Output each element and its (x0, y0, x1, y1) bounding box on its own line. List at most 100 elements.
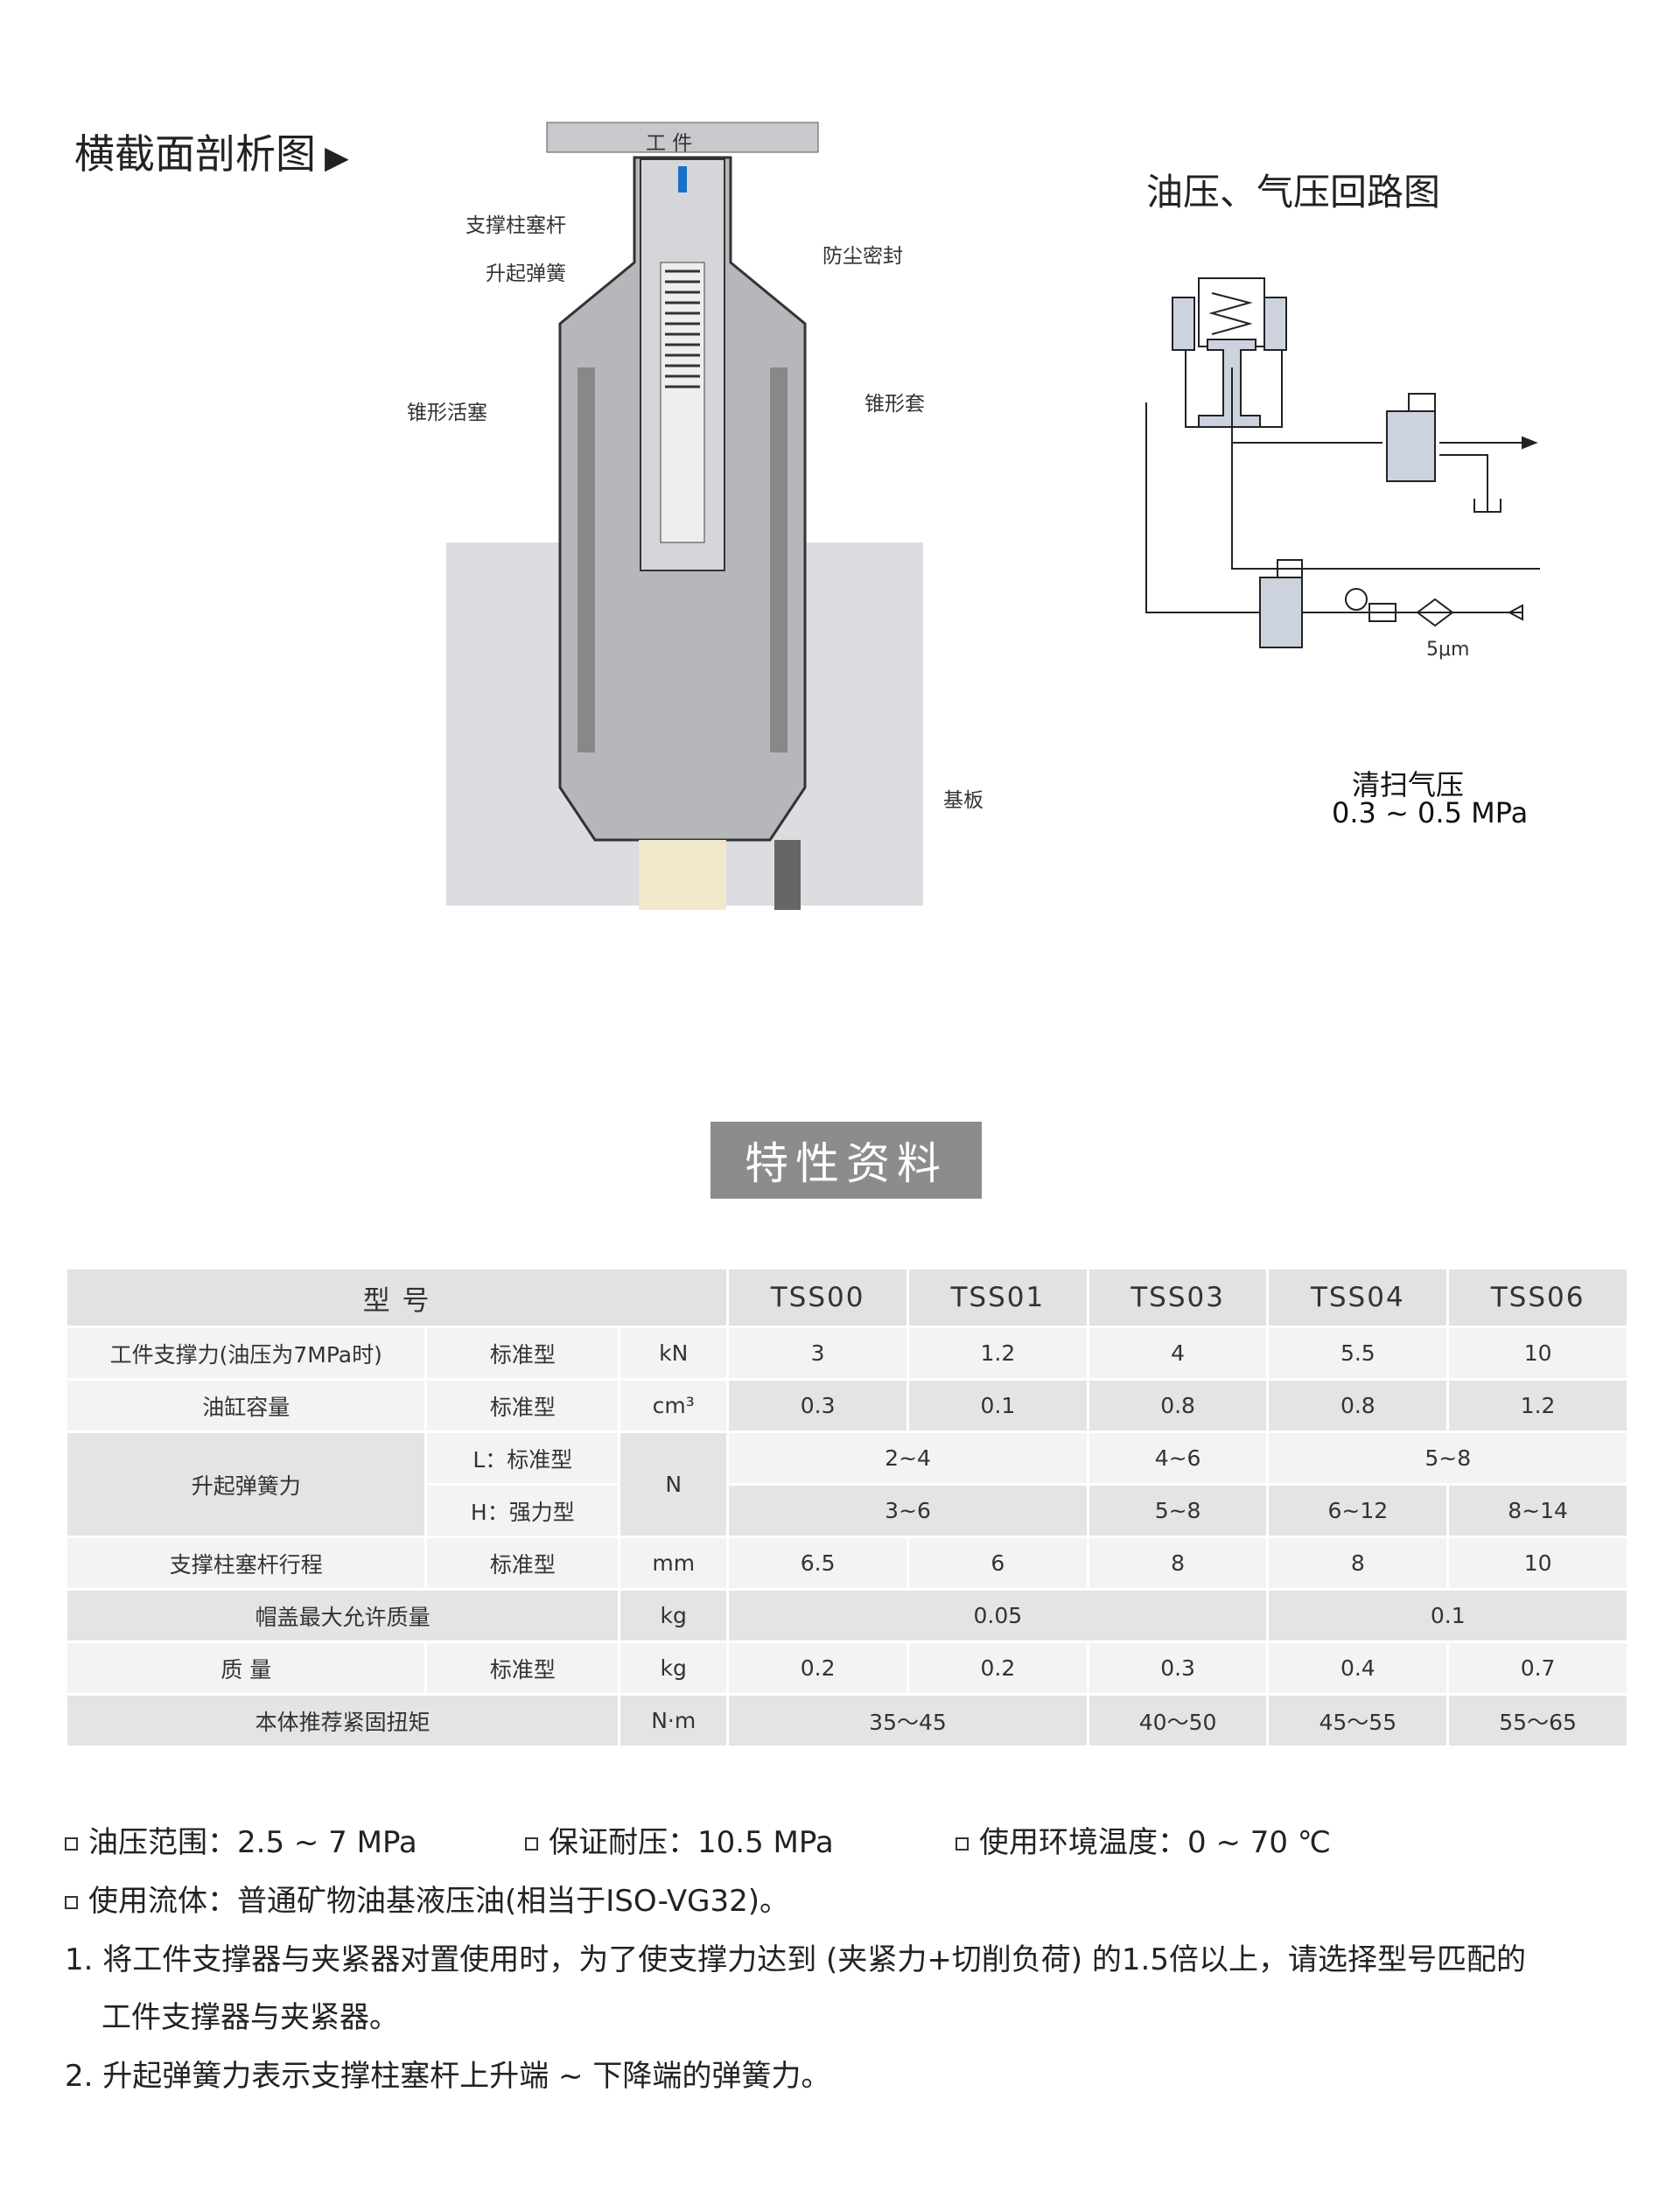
cell: 1.2 (1449, 1381, 1627, 1431)
note-temp: 使用环境温度：0 ~ 70 ℃ (956, 1818, 1331, 1861)
cell: 6.5 (729, 1538, 906, 1588)
table-row: 支撑柱塞杆行程 标准型 mm 6.5 6 8 8 10 (67, 1538, 1627, 1588)
label-workpiece: 工 件 (646, 132, 693, 155)
checkbox-icon (65, 1896, 78, 1909)
row-name: 工件支撑力(油压为7MPa时) (67, 1328, 425, 1378)
cell: 4~6 (1088, 1433, 1267, 1483)
cell: 8 (1088, 1538, 1267, 1588)
table-row: 工件支撑力(油压为7MPa时) 标准型 kN 3 1.2 4 5.5 10 (67, 1328, 1627, 1378)
header-model-1: TSS01 (908, 1270, 1087, 1326)
checkbox-icon (65, 1837, 78, 1851)
circuit-drawing (1145, 277, 1540, 648)
table-row: 油缸容量 标准型 cm³ 0.3 0.1 0.8 0.8 1.2 (67, 1381, 1627, 1431)
spec-banner: 特性资料 (710, 1122, 982, 1199)
cell: 0.2 (908, 1643, 1087, 1693)
cell: 6~12 (1269, 1486, 1447, 1536)
cell: 5.5 (1269, 1328, 1447, 1378)
label-dust-seal: 防尘密封 (822, 245, 903, 268)
cell: 40～50 (1088, 1696, 1267, 1746)
cell: 1.2 (908, 1328, 1087, 1378)
row-unit: N·m (620, 1696, 727, 1746)
cell: 45～55 (1269, 1696, 1447, 1746)
cross-section-diagram: 工 件 支撑柱塞杆 升起弹簧 防尘密封 锥形活塞 锥形套 基板 (407, 114, 984, 910)
row-name: 支撑柱塞杆行程 (67, 1538, 425, 1588)
cell: 0.3 (1088, 1643, 1267, 1693)
note-text: 保证耐压：10.5 MPa (549, 1825, 834, 1860)
checkbox-icon (956, 1837, 969, 1851)
table-row: H：强力型 3~6 5~8 6~12 8~14 (67, 1486, 1627, 1536)
circuit-title: 油压、气压回路图 (1146, 171, 1441, 213)
row-type: L：标准型 (427, 1433, 619, 1483)
cell: 0.3 (729, 1381, 906, 1431)
row-unit: kN (620, 1328, 727, 1378)
cell: 10 (1449, 1328, 1627, 1378)
cell: 4 (1088, 1328, 1267, 1378)
row-unit: mm (620, 1538, 727, 1588)
row-unit: cm³ (620, 1381, 727, 1431)
label-plunger: 支撑柱塞杆 (466, 214, 566, 237)
row-type: H：强力型 (427, 1486, 619, 1536)
section-title-text: 横截面剖析图 (74, 130, 316, 178)
play-arrow-icon: ▶ (325, 140, 349, 176)
row-type: 标准型 (427, 1328, 619, 1378)
note-text: 油压范围：2.5 ~ 7 MPa (88, 1825, 417, 1860)
header-model-4: TSS06 (1449, 1270, 1627, 1326)
table-row: 升起弹簧力 L：标准型 N 2~4 4~6 5~8 (67, 1433, 1627, 1536)
header-model-3: TSS04 (1269, 1270, 1447, 1326)
section-title: 横截面剖析图▶ (74, 122, 349, 180)
table-row: 质 量 标准型 kg 0.2 0.2 0.3 0.4 0.7 (67, 1643, 1627, 1693)
cell: 8 (1269, 1538, 1447, 1588)
cell: 10 (1449, 1538, 1627, 1588)
note-1-cont: 工件支撑器与夹紧器。 (102, 2000, 399, 2035)
row-unit: N (620, 1433, 727, 1536)
row-type: 标准型 (427, 1538, 619, 1588)
row-name: 质 量 (67, 1643, 425, 1693)
spec-table: 型 号 TSS00 TSS01 TSS03 TSS04 TSS06 工件支撑力(… (65, 1267, 1629, 1748)
cell: 0.05 (729, 1591, 1267, 1641)
note-proof: 保证耐压：10.5 MPa (525, 1818, 834, 1861)
note-text: 使用流体：普通矿物油基液压油(相当于ISO-VG32)。 (88, 1884, 789, 1919)
filter-label: 5μm (1426, 639, 1470, 661)
cell: 2~4 (729, 1433, 1087, 1483)
row-name: 油缸容量 (67, 1381, 425, 1431)
cell: 55～65 (1449, 1696, 1627, 1746)
header-model-2: TSS03 (1088, 1270, 1267, 1326)
table-row: 帽盖最大允许质量 kg 0.05 0.1 (67, 1591, 1627, 1641)
purge-label: 清扫气压 (1352, 768, 1465, 801)
cell: 0.8 (1269, 1381, 1447, 1431)
cell: 3~6 (729, 1486, 1087, 1536)
row-unit: kg (620, 1643, 727, 1693)
cell: 0.1 (908, 1381, 1087, 1431)
table-header: 型 号 TSS00 TSS01 TSS03 TSS04 TSS06 (67, 1270, 1627, 1326)
row-name: 升起弹簧力 (67, 1433, 425, 1536)
note-1: 1. 将工件支撑器与夹紧器对置使用时，为了使支撑力达到 (夹紧力+切削负荷) 的… (65, 1942, 1526, 1977)
note-oil-range: 油压范围：2.5 ~ 7 MPa (65, 1818, 417, 1861)
cell: 0.4 (1269, 1643, 1447, 1693)
row-name: 本体推荐紧固扭矩 (67, 1696, 619, 1746)
cell: 6 (908, 1538, 1087, 1588)
note-2: 2. 升起弹簧力表示支撑柱塞杆上升端 ~ 下降端的弹簧力。 (65, 2059, 831, 2094)
cell: 0.2 (729, 1643, 906, 1693)
checkbox-icon (525, 1837, 538, 1851)
cell: 35～45 (729, 1696, 1087, 1746)
cell: 3 (729, 1328, 906, 1378)
cell: 5~8 (1088, 1486, 1267, 1536)
note-fluid: 使用流体：普通矿物油基液压油(相当于ISO-VG32)。 (65, 1877, 789, 1920)
purge-range: 0.3 ~ 0.5 MPa (1332, 796, 1529, 829)
cell: 0.8 (1088, 1381, 1267, 1431)
note-text: 使用环境温度：0 ~ 70 ℃ (979, 1825, 1331, 1860)
cell: 0.1 (1269, 1591, 1627, 1641)
header-model-0: TSS00 (729, 1270, 906, 1326)
row-name: 帽盖最大允许质量 (67, 1591, 619, 1641)
cross-section-drawing (446, 122, 923, 910)
row-type: 标准型 (427, 1643, 619, 1693)
label-base: 基板 (943, 789, 984, 812)
table-row: 本体推荐紧固扭矩 N·m 35～45 40～50 45～55 55～65 (67, 1696, 1627, 1746)
row-unit: kg (620, 1591, 727, 1641)
label-cone-piston: 锥形活塞 (407, 402, 487, 424)
header-model: 型 号 (67, 1270, 727, 1326)
cell: 5~8 (1269, 1433, 1627, 1483)
circuit-diagram: 5μm 清扫气压 0.3 ~ 0.5 MPa (1138, 245, 1558, 840)
label-spring: 升起弹簧 (486, 262, 566, 285)
cell: 8~14 (1449, 1486, 1627, 1536)
